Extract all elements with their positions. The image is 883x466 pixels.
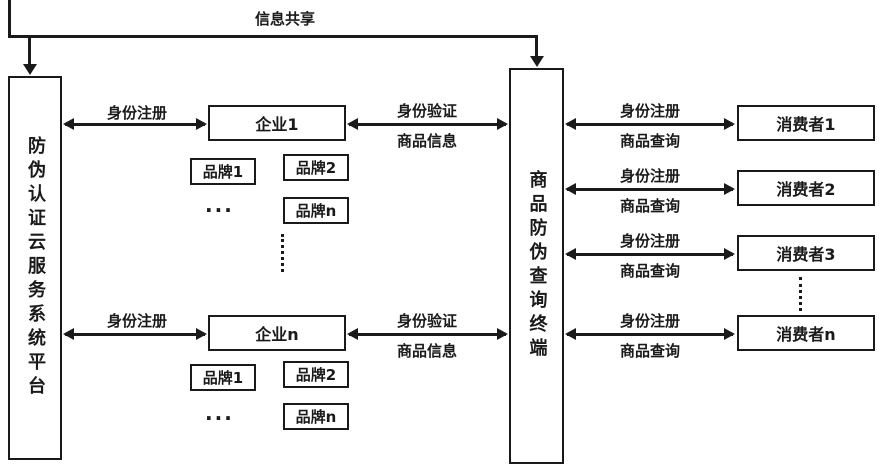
brand-box: 品牌n [283, 197, 349, 224]
brand-label: 品牌1 [202, 163, 244, 181]
consumer-3-box: 消费者3 [737, 235, 875, 271]
verify-label-enterprise-1: 身份验证 [396, 102, 457, 120]
query-label-consumer-2: 商品查询 [619, 197, 680, 215]
terminal-box: 商品防伪查询终端 [509, 68, 564, 464]
arrow-down-into-platform-icon [23, 64, 37, 75]
consumer-1-label: 消费者1 [776, 115, 836, 134]
brand-label: 品牌n [295, 202, 337, 220]
brand-label: 品牌2 [295, 159, 337, 177]
consumer-2-box: 消费者2 [737, 170, 875, 206]
brand-box: 品牌n [283, 403, 349, 430]
consumer-1-box: 消费者1 [737, 105, 875, 141]
platform-box: 防伪认证云服务系统平台 [8, 76, 62, 460]
query-arrow-consumer-2 [565, 183, 735, 195]
vertical-ellipsis-consumers [799, 277, 802, 311]
consumer-n-box: 消费者n [737, 315, 875, 351]
consumer-3-label: 消费者3 [776, 245, 836, 264]
enterprise-n-label: 企业n [255, 325, 299, 344]
verify-label-enterprise-n: 身份验证 [396, 312, 457, 330]
enterprise-1-label: 企业1 [255, 115, 299, 134]
brand-box: 品牌2 [283, 361, 349, 388]
brand-ellipsis-horizontal: ... [205, 193, 234, 217]
platform-label: 防伪认证云服务系统平台 [25, 136, 46, 400]
verify-arrow-enterprise-1 [347, 118, 508, 130]
register-label-enterprise-1: 身份注册 [106, 104, 167, 122]
vertical-ellipsis-enterprises [281, 234, 284, 272]
query-label-consumer-3: 商品查询 [619, 262, 680, 280]
arrow-down-into-terminal-icon [530, 56, 544, 67]
query-label-consumer-1: 商品查询 [619, 132, 680, 150]
register-arrow-enterprise-n [63, 328, 207, 340]
info-share-connector-left-edge [8, 0, 11, 38]
product-info-label-enterprise-1: 商品信息 [396, 132, 457, 150]
query-label-consumer-n: 商品查询 [619, 342, 680, 360]
info-share-connector-horizontal [8, 35, 538, 38]
query-arrow-consumer-3 [565, 248, 735, 260]
query-arrow-consumer-1 [565, 118, 735, 130]
brand-ellipsis-horizontal: ... [205, 401, 234, 425]
terminal-label: 商品防伪查询终端 [526, 170, 548, 362]
info-share-label: 信息共享 [254, 10, 315, 28]
register-label-consumer-n: 身份注册 [619, 312, 680, 330]
brand-box: 品牌1 [190, 158, 256, 185]
register-label-consumer-1: 身份注册 [619, 102, 680, 120]
enterprise-n-box: 企业n [208, 315, 346, 351]
consumer-2-label: 消费者2 [776, 180, 836, 199]
verify-arrow-enterprise-n [347, 328, 508, 340]
info-share-connector-drop-left [28, 35, 31, 65]
register-arrow-enterprise-1 [63, 118, 207, 130]
enterprise-1-box: 企业1 [208, 105, 346, 141]
register-label-enterprise-n: 身份注册 [106, 312, 167, 330]
brand-label: 品牌2 [295, 366, 337, 384]
brand-box: 品牌2 [283, 154, 349, 181]
register-label-consumer-2: 身份注册 [619, 167, 680, 185]
brand-label: 品牌1 [202, 369, 244, 387]
info-share-connector-drop-right [535, 35, 538, 57]
product-info-label-enterprise-n: 商品信息 [396, 342, 457, 360]
brand-box: 品牌1 [190, 364, 256, 391]
query-arrow-consumer-n [565, 328, 735, 340]
brand-label: 品牌n [295, 408, 337, 426]
consumer-n-label: 消费者n [776, 325, 836, 344]
register-label-consumer-3: 身份注册 [619, 232, 680, 250]
